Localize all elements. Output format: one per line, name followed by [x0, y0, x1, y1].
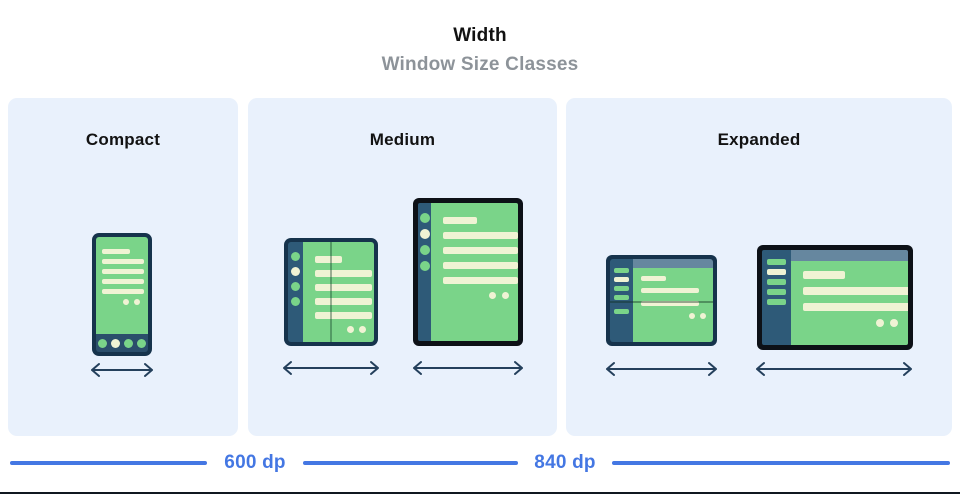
sidebar-item [767, 299, 786, 305]
sidebar-item [614, 286, 629, 291]
dot [489, 292, 496, 299]
content-line [315, 298, 372, 305]
content-line [102, 249, 130, 254]
nav-dot [124, 338, 133, 348]
phone-portrait-illustration [92, 233, 152, 356]
size-class-label-compact: Compact [85, 130, 161, 149]
nav-rail [418, 203, 431, 341]
content-line [443, 247, 518, 254]
screenshot-bottom-edge [0, 492, 960, 494]
dot [347, 326, 354, 333]
fold-crease [610, 301, 713, 303]
app-bar [633, 259, 713, 268]
foldable-landscape-illustration [606, 255, 717, 346]
content-dots [102, 299, 140, 305]
app-bar [791, 250, 908, 261]
rail-dot [291, 282, 300, 291]
dot [359, 326, 366, 333]
rail-dot [291, 297, 300, 306]
phone-screen [96, 237, 148, 334]
tablet-landscape-illustration [757, 245, 913, 350]
content-line [315, 256, 342, 263]
breakpoint-840dp-label: 840 dp [534, 452, 596, 473]
foldable-portrait-illustration [284, 238, 378, 346]
foldable-screen [303, 242, 374, 342]
sidebar-panel [610, 259, 633, 342]
main-pane [791, 250, 908, 345]
width-arrow-icon [91, 363, 153, 377]
rail-dot [419, 213, 430, 223]
sidebar-item [767, 269, 786, 275]
sidebar-item [767, 289, 786, 295]
width-arrow-icon [413, 361, 523, 375]
content-line [102, 259, 144, 264]
content-line [443, 277, 518, 284]
tablet-portrait-illustration [413, 198, 523, 346]
content-line [803, 271, 845, 279]
rail-dot [419, 245, 430, 255]
sidebar-item [767, 279, 786, 285]
sidebar-item [614, 277, 629, 282]
ruler-line [612, 461, 950, 465]
content-line [641, 276, 666, 281]
nav-rail [288, 242, 303, 342]
content-line [102, 289, 144, 294]
dot [123, 299, 129, 305]
nav-dot [137, 338, 146, 348]
content-line [315, 284, 372, 291]
dot [689, 313, 695, 319]
dot [700, 313, 706, 319]
rail-dot [291, 267, 300, 276]
page-subtitle: Window Size Classes [381, 54, 579, 75]
sidebar-item [767, 259, 786, 265]
content-line [641, 301, 699, 306]
nav-dot [111, 338, 120, 348]
content-line [315, 312, 372, 319]
fold-crease [330, 242, 332, 342]
breakpoint-600dp-label: 600 dp [224, 452, 286, 473]
width-arrow-icon [283, 361, 379, 375]
size-class-label-medium: Medium [369, 130, 436, 149]
content-dots [443, 292, 509, 299]
page-title: Width [453, 25, 507, 46]
content-area [791, 261, 908, 345]
sidebar-item [614, 309, 629, 314]
rail-dot [291, 252, 300, 261]
dot [890, 319, 898, 327]
sidebar-panel [762, 250, 791, 345]
ruler-line [10, 461, 207, 465]
content-line [803, 287, 908, 295]
content-line [102, 279, 144, 284]
sidebar-item [614, 268, 629, 273]
content-dots [315, 326, 366, 333]
ruler-line [303, 461, 518, 465]
content-line [315, 270, 372, 277]
nav-dot [98, 338, 107, 348]
content-line [443, 262, 518, 269]
content-line [641, 288, 699, 293]
width-arrow-icon [606, 362, 717, 376]
phone-nav-bar [96, 334, 148, 352]
rail-dot [419, 261, 430, 271]
content-line [803, 303, 908, 311]
size-class-label-expanded: Expanded [717, 130, 801, 149]
rail-dot [419, 229, 430, 239]
dot [134, 299, 140, 305]
content-dots [803, 319, 898, 327]
content-area [633, 268, 713, 342]
content-line [443, 217, 477, 224]
main-pane [633, 259, 713, 342]
content-line [102, 269, 144, 274]
content-line [443, 232, 518, 239]
tablet-screen [431, 203, 518, 341]
dot [502, 292, 509, 299]
sidebar-item [614, 295, 629, 300]
content-dots [641, 313, 706, 319]
dot [876, 319, 884, 327]
width-arrow-icon [756, 362, 912, 376]
